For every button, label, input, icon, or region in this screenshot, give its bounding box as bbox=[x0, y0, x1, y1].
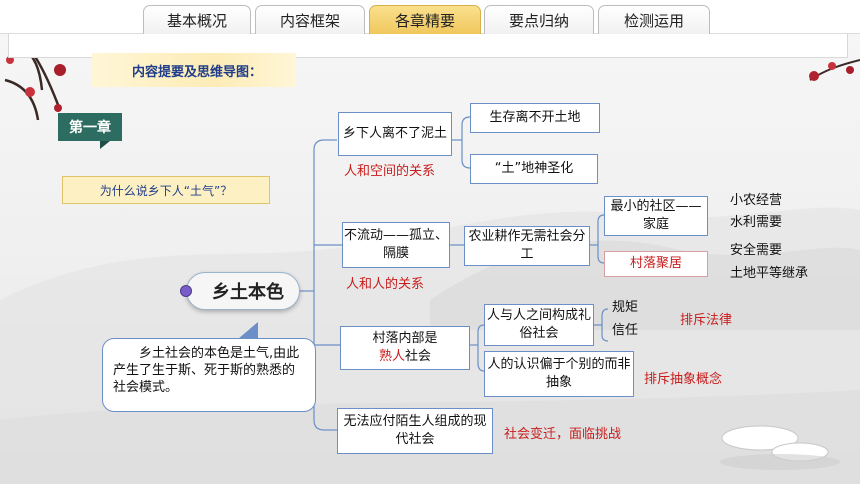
branch4-red-note: 社会变迁，面临挑战 bbox=[504, 427, 622, 442]
branch2-note-smallfarm: 小农经营 bbox=[730, 193, 783, 208]
branch3-note-rules: 规矩 bbox=[612, 300, 639, 315]
branch2-note-safety: 安全需要 bbox=[730, 243, 783, 258]
description-callout-pointer bbox=[238, 322, 258, 339]
branch3-red-abstract: 排斥抽象概念 bbox=[644, 372, 723, 387]
branch2-child: 农业耕作无需社会分工 bbox=[464, 226, 590, 266]
branch3-box: 村落内部是 熟人社会 bbox=[340, 326, 470, 370]
branch3-child-2: 人的认识偏于个别的而非抽象 bbox=[484, 351, 634, 397]
branch3-red-law: 排斥法律 bbox=[680, 313, 733, 328]
description-text: 乡土社会的本色是土气,由此产生了生于斯、死于斯的熟悉的社会模式。 bbox=[113, 346, 300, 395]
question-box: 为什么说乡下人“土气”？ bbox=[62, 176, 270, 204]
branch3-child-1: 人与人之间构成礼俗社会 bbox=[484, 304, 594, 346]
branch1-relation: 人和空间的关系 bbox=[344, 164, 436, 179]
branch3-box-prefix: 村落内部是 bbox=[372, 331, 438, 346]
summary-title: 内容提要及思维导图： bbox=[92, 53, 296, 87]
branch2-relation: 人和人的关系 bbox=[346, 277, 425, 292]
branch1-box: 乡下人离不了泥土 bbox=[338, 112, 452, 156]
branch2-note-inheritance: 土地平等继承 bbox=[730, 266, 809, 281]
tab-chapter-essentials[interactable]: 各章精要 bbox=[369, 5, 481, 34]
branch3-box-line2: 熟人社会 bbox=[379, 348, 431, 366]
chapter-label: 第一章 bbox=[58, 113, 122, 141]
branch2-sub-family: 最小的社区——家庭 bbox=[604, 196, 708, 236]
description-callout: 乡土社会的本色是土气,由此产生了生于斯、死于斯的熟悉的社会模式。 bbox=[102, 338, 316, 412]
chapter-label-fold bbox=[100, 141, 110, 149]
tab-basic-overview[interactable]: 基本概况 bbox=[143, 5, 251, 34]
tab-key-points[interactable]: 要点归纳 bbox=[484, 5, 594, 34]
tab-content-framework[interactable]: 内容框架 bbox=[255, 5, 365, 34]
plum-blossom-branch-right bbox=[809, 59, 860, 81]
center-topic-bullet bbox=[180, 285, 192, 297]
branch2-note-irrigation: 水利需要 bbox=[730, 215, 783, 230]
center-topic: 乡土本色 bbox=[186, 272, 300, 310]
branch2-sub-village: 村落聚居 bbox=[604, 251, 708, 277]
branch3-box-suffix: 社会 bbox=[405, 349, 432, 364]
branch1-child-1: 生存离不开土地 bbox=[470, 103, 600, 133]
branch3-note-trust: 信任 bbox=[612, 323, 639, 338]
branch1-child-2: “土”地神圣化 bbox=[470, 154, 598, 184]
tab-tests[interactable]: 检测运用 bbox=[598, 5, 710, 34]
branch3-box-highlight: 熟人 bbox=[378, 349, 405, 364]
branch4-box: 无法应付陌生人组成的现代社会 bbox=[337, 408, 493, 454]
branch2-box: 不流动——孤立、隔膜 bbox=[342, 222, 450, 268]
